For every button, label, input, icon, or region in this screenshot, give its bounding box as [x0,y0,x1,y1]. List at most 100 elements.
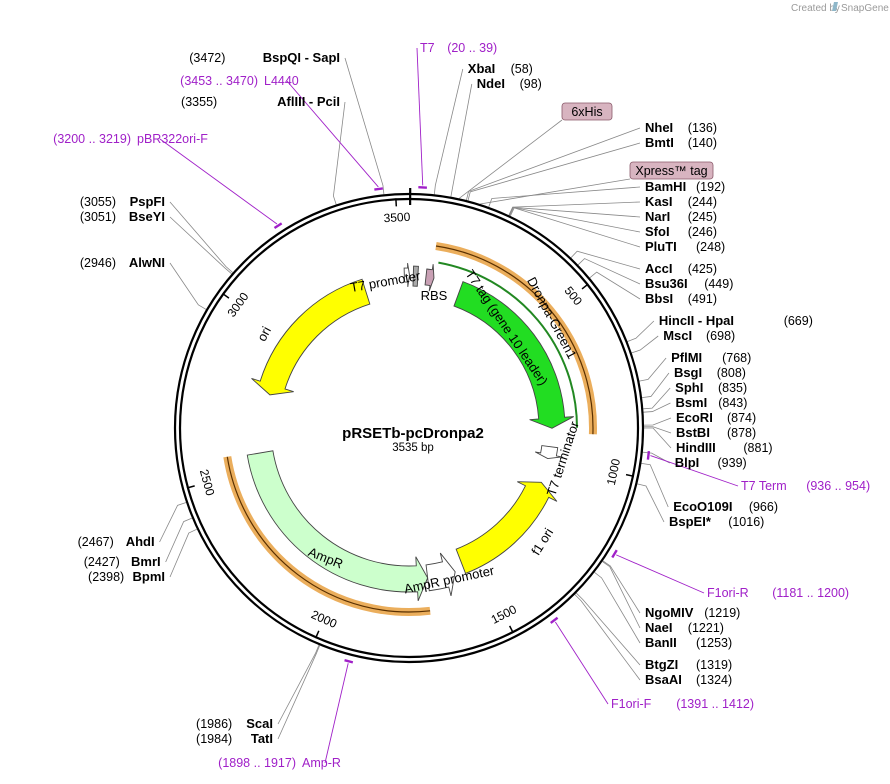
credit-brand: SnapGene [841,3,889,14]
primer-range: (1391 .. 1412) [676,697,754,711]
enzyme-site-bstbi[interactable]: BstBI(878) [676,425,756,440]
enzyme-position: (939) [718,456,747,470]
enzyme-position: (874) [727,411,756,425]
primer-name: F1ori-F [611,697,652,711]
enzyme-site-bseyi[interactable]: BseYI(3051) [80,209,165,224]
enzyme-site-ecori[interactable]: EcoRI(874) [676,410,756,425]
enzyme-site-bamhi[interactable]: BamHI(192) [645,179,725,194]
enzyme-leader-line [631,335,659,354]
enzyme-site-bmti[interactable]: BmtI(140) [645,135,717,150]
enzyme-site-bspei[interactable]: BspEI*(1016) [669,514,764,529]
enzyme-leader-line [450,83,473,197]
enzyme-site-blpi[interactable]: BlpI(939) [675,455,747,470]
primer-leader-line [159,138,278,225]
enzyme-name: BstBI [676,425,710,440]
enzyme-site-tati[interactable]: TatI(1984) [196,731,273,746]
enzyme-site-ahdi[interactable]: AhdI(2467) [78,534,155,549]
enzyme-name: ScaI [246,716,273,731]
enzyme-site-nari[interactable]: NarI(245) [645,209,717,224]
enzyme-site-kasi[interactable]: KasI(244) [645,194,717,209]
enzyme-site-eco0109i[interactable]: EcoO109I(966) [673,499,778,514]
feature-t7promoter [403,263,410,287]
feature-label-ori: ori [254,324,274,344]
enzyme-site-sphi[interactable]: SphI(835) [675,380,747,395]
enzyme-leader-line [333,101,346,205]
enzyme-position: (843) [718,396,747,410]
primer-f1orir[interactable]: F1ori-R(1181 .. 1200) [707,586,849,600]
enzyme-site-bsmi[interactable]: BsmI(843) [675,395,747,410]
enzyme-site-msci[interactable]: MscI(698) [663,328,735,343]
orf-arrow-line [226,456,431,613]
primer-ampr[interactable]: (1898 .. 1917)Amp-R [218,756,341,770]
enzyme-name: NheI [645,120,673,135]
orf-green-line [438,261,578,428]
enzyme-leader-line [433,68,464,195]
feature-ori [251,278,371,396]
enzyme-name: AlwNI [129,255,165,270]
snapgene-credit: Created by SnapGene [791,2,889,14]
enzyme-leader-line [509,207,641,233]
enzyme-site-bbsi[interactable]: BbsI(491) [645,291,717,306]
primer-name: pBR322ori-F [137,132,208,146]
enzyme-site-nhei[interactable]: NheI(136) [645,120,717,135]
enzyme-leader-line [467,142,641,201]
enzyme-site-hindiii[interactable]: HindIII(881) [676,440,773,455]
enzyme-site-bspqi[interactable]: BspQI - SapI(3472) [189,50,340,65]
primer-t7term[interactable]: T7 Term(936 .. 954) [741,479,870,493]
coordinate-tick-label: 3000 [224,290,251,320]
primer-range: (3453 .. 3470) [180,74,258,88]
enzyme-leader-line [169,216,232,275]
primer-t7[interactable]: T7(20 .. 39) [420,41,497,55]
orf-arrow-line [435,245,594,435]
primer-f1orif[interactable]: F1ori-F (1391 .. 1412) [611,697,754,711]
enzyme-name: Bsu36I [645,276,688,291]
enzyme-leader-line [643,417,672,426]
boxed-feature-xpress[interactable]: Xpress™ tag [629,161,714,180]
enzyme-leader-line [639,357,667,382]
enzyme-site-naei[interactable]: NaeI(1221) [645,620,724,635]
enzyme-position: (1253) [696,636,732,650]
enzyme-site-pspfi[interactable]: PspFI(3055) [80,194,165,209]
enzyme-site-scai[interactable]: ScaI(1986) [196,716,273,731]
feature-f1ori [455,481,558,574]
enzyme-name: SphI [675,380,703,395]
enzyme-site-bpmi[interactable]: BpmI(2398) [88,569,165,584]
enzyme-site-ngomiv[interactable]: NgoMIV (1219) [645,605,740,620]
enzyme-site-bsgi[interactable]: BsgI(808) [674,365,746,380]
primer-l4440[interactable]: (3453 .. 3470) L4440 [180,74,299,88]
enzyme-site-pluti[interactable]: PluTI(248) [645,239,725,254]
boxed-feature-6xhis[interactable]: 6xHis [561,102,613,121]
enzyme-site-acci[interactable]: AccI(425) [645,261,717,276]
enzyme-site-bsaai[interactable]: BsaAI(1324) [645,672,732,687]
enzyme-site-ndei[interactable]: NdeI(98) [477,76,542,91]
enzyme-position: (1219) [704,606,740,620]
enzyme-site-alwni[interactable]: AlwNI(2946) [80,255,165,270]
snapgene-logo-icon [832,2,838,11]
enzyme-name: NgoMIV [645,605,694,620]
enzyme-site-pflmi[interactable]: PflMI(768) [671,350,751,365]
primer-pbr322ori[interactable]: (3200 .. 3219)pBR322ori-F [53,132,208,146]
primer-range: (1898 .. 1917) [218,756,296,770]
enzyme-name: BmrI [131,554,161,569]
primer-name: L4440 [264,74,299,88]
primer-range: (20 .. 39) [447,41,497,55]
enzyme-site-bsu36i[interactable]: Bsu36I(449) [645,276,733,291]
enzyme-site-xbai[interactable]: XbaI(58) [468,61,533,76]
enzyme-leader-line [627,320,655,342]
enzyme-site-afliii[interactable]: AflIII - PciI(3355) [181,94,340,109]
enzyme-site-bmri[interactable]: BmrI(2427) [84,554,161,569]
enzyme-name: EcoO109I [673,499,732,514]
enzyme-site-btgzi[interactable]: BtgZI(1319) [645,657,732,672]
enzyme-leader-line [643,387,671,410]
primer-range: (1181 .. 1200) [772,586,849,600]
enzyme-site-hincii[interactable]: HincII - HpaI(669) [659,313,813,328]
enzyme-position: (244) [688,195,717,209]
enzyme-position: (1319) [696,658,732,672]
enzyme-name: HindIII [676,440,716,455]
enzyme-site-sfoi[interactable]: SfoI(246) [645,224,717,239]
enzyme-leader-line [509,207,641,248]
enzyme-site-banii[interactable]: BanII(1253) [645,635,732,650]
enzyme-leader-line [165,517,193,563]
